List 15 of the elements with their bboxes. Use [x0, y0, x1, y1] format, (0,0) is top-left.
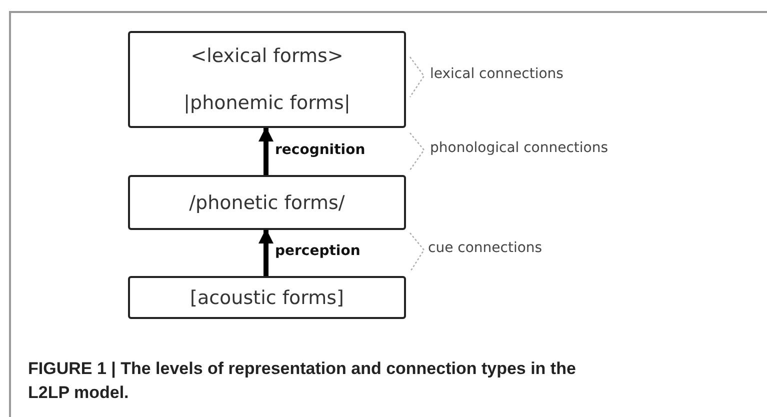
figure-caption: FIGURE 1 | The levels of representation and connection types in the L2LP model. — [28, 358, 577, 404]
level-name: /phonetic forms/ — [189, 192, 345, 214]
edge-label: recognition — [274, 142, 366, 158]
connection-label: cue connections — [428, 240, 542, 256]
arrow — [258, 126, 274, 175]
arrow — [258, 228, 274, 276]
level-name: |phonemic forms| — [184, 92, 350, 114]
level-box — [128, 31, 406, 128]
level-box — [128, 276, 406, 319]
level-box — [128, 175, 406, 230]
level-name: <lexical forms> — [190, 45, 344, 68]
level-name: [acoustic forms] — [190, 286, 344, 308]
connection-label: lexical connections — [430, 66, 564, 82]
connection-label: phonological connections — [430, 140, 608, 156]
edge-label: perception — [274, 243, 362, 259]
